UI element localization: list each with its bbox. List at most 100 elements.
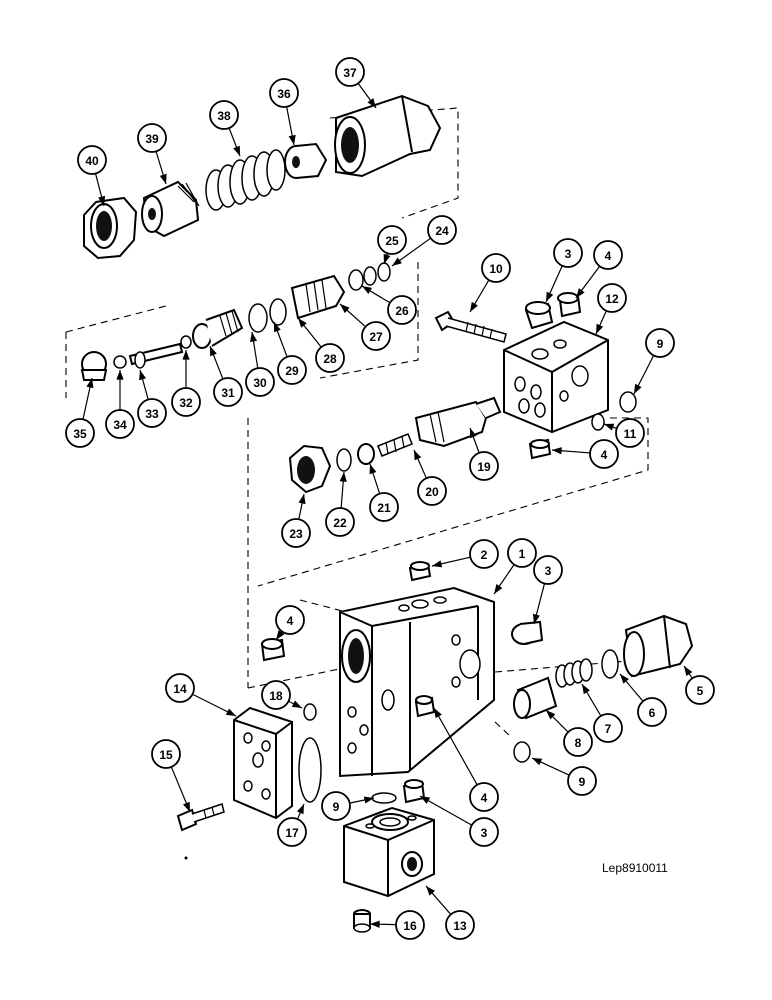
callout-arrowhead (298, 494, 306, 505)
callout-balloon (469, 782, 499, 812)
part-31-sleeve (192, 308, 244, 349)
callout-label: 29 (285, 364, 299, 378)
callout-arrowhead (634, 383, 642, 394)
callout-balloon (335, 57, 365, 87)
callout-5: 5 (683, 665, 715, 705)
callout-arrowhead (414, 450, 422, 461)
callout-arrowhead (532, 758, 543, 766)
callout-arrowhead (249, 332, 258, 343)
callout-arrowhead (604, 423, 615, 431)
callout-balloon (417, 476, 447, 506)
callout-label: 34 (113, 418, 127, 432)
callout-arrowhead (620, 674, 629, 684)
callout-label: 15 (159, 748, 173, 762)
callout-balloon (315, 343, 345, 373)
callout-arrowhead (469, 428, 477, 439)
callout-label: 18 (269, 689, 283, 703)
callout-label: 28 (323, 352, 337, 366)
callout-4: 4 (575, 240, 623, 299)
part-3-plug-right (511, 620, 544, 645)
callout-arrowhead (116, 370, 124, 380)
part-21-nut (357, 443, 375, 465)
part-26-oring (348, 269, 364, 291)
callout-39: 39 (137, 123, 167, 185)
callout-balloon (427, 215, 457, 245)
part-9-oring-lower (371, 792, 397, 804)
callout-balloon (553, 238, 583, 268)
part-34-pin (113, 355, 127, 369)
part-3-plug-top (524, 301, 554, 330)
callout-arrowhead (370, 920, 380, 928)
callout-arrowhead (596, 323, 604, 334)
callout-arrowhead (470, 301, 478, 312)
part-12-valve-block (503, 320, 609, 434)
callout-arrowhead (86, 378, 94, 389)
callout-label: 11 (624, 427, 637, 441)
callout-arrowhead (274, 322, 281, 333)
callout-arrowhead (426, 886, 436, 896)
callout-10: 10 (469, 253, 511, 313)
callout-4: 4 (275, 605, 305, 641)
callout-22: 22 (325, 471, 355, 537)
part-22-oring (336, 448, 352, 472)
callout-balloon (395, 910, 425, 940)
part-28-oring (269, 298, 287, 326)
callout-40: 40 (77, 145, 107, 207)
callout-leader (433, 707, 478, 786)
callout-balloon (387, 295, 417, 325)
part-38-spring (205, 149, 286, 211)
callout-34: 34 (105, 370, 135, 439)
callout-arrowhead (276, 630, 285, 640)
callout-balloon (469, 817, 499, 847)
callout-balloon (137, 398, 167, 428)
callout-arrowhead (369, 464, 377, 475)
callout-18: 18 (261, 680, 303, 710)
callout-arrowhead (546, 291, 554, 302)
callout-balloon (637, 697, 667, 727)
callout-balloon (597, 283, 627, 313)
part-25-oring (363, 266, 377, 286)
part-10-bolt (434, 310, 507, 343)
callout-label: 10 (489, 262, 503, 276)
callout-arrowhead (576, 288, 585, 298)
callout-balloon (245, 367, 275, 397)
callout-balloon (507, 538, 537, 568)
callout-label: 4 (481, 791, 488, 805)
callout-arrowhead (225, 708, 236, 716)
part-7-spring (555, 658, 593, 688)
callout-17: 17 (277, 803, 307, 847)
part-14-plate (233, 706, 293, 820)
callout-7: 7 (581, 683, 623, 743)
part-23-nut (288, 444, 332, 494)
part-1-main-body (339, 586, 495, 778)
callout-balloon (77, 145, 107, 175)
callout-9: 9 (321, 791, 375, 821)
callout-32: 32 (171, 350, 201, 417)
callout-label: 4 (605, 249, 612, 263)
callout-label: 36 (277, 87, 291, 101)
part-36-piston (284, 142, 328, 179)
part-5-fitting (623, 614, 694, 678)
callout-arrowhead (339, 472, 347, 482)
callout-balloon (269, 78, 299, 108)
callout-26: 26 (361, 285, 417, 325)
callout-label: 6 (649, 706, 656, 720)
callout-arrowhead (298, 318, 307, 328)
callout-label: 39 (145, 132, 159, 146)
callout-label: 9 (333, 800, 340, 814)
callout-arrowhead (288, 134, 296, 145)
part-37-body (334, 94, 442, 178)
callout-balloon (281, 518, 311, 548)
callout-arrowhead (340, 304, 350, 314)
callout-9: 9 (633, 328, 675, 395)
callout-2: 2 (431, 539, 499, 569)
callout-arrowhead (291, 700, 302, 708)
callout-balloon (165, 673, 195, 703)
callout-balloon (261, 680, 291, 710)
callout-label: 38 (217, 109, 231, 123)
callout-arrowhead (362, 286, 373, 295)
part-16-bolt (353, 909, 371, 933)
part-39-cap (141, 180, 200, 238)
callout-label: 9 (657, 337, 664, 351)
